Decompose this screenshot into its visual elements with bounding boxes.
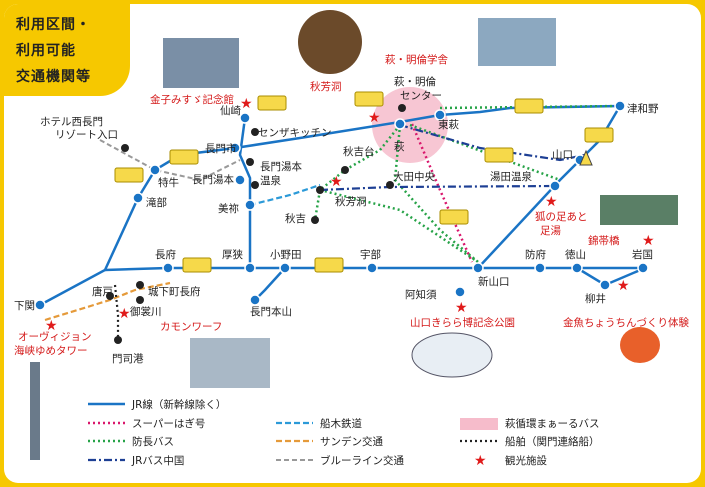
station-higashihagi: 東萩 (438, 118, 459, 131)
spot-kintaikyo: 錦帯橋 (588, 234, 620, 247)
akiyoshido-photo (298, 10, 362, 74)
legend-funaki: 船木鉄道 (320, 417, 362, 430)
station-hotel-line2: リゾート入口 (55, 129, 118, 141)
station-ube: 宇部 (360, 248, 381, 261)
station-tokuyama: 徳山 (565, 248, 586, 261)
spot-kitsune-line2: 足湯 (540, 225, 561, 237)
legend-sight: 観光施設 (505, 454, 547, 467)
station-tokugyu: 特牛 (158, 176, 179, 189)
sanden-line (44, 281, 171, 322)
legend-bocho: 防長バス (132, 435, 174, 448)
station-akiyoshido: 秋芳洞 (335, 195, 367, 208)
spot-akiyoshido: 秋芳洞 (310, 80, 342, 93)
station-jokamachi-chofu: 城下町長府 (148, 285, 201, 298)
station-shimonoseki: 下関 (14, 300, 35, 312)
funaki-line (249, 183, 321, 207)
svg-text:★: ★ (545, 194, 558, 210)
blueline-line (99, 139, 241, 182)
super-hagi-line (410, 123, 474, 263)
station-hagi: 萩 (394, 141, 405, 153)
kaneko-photo (163, 38, 239, 88)
legend-star-icon: ★ (474, 453, 487, 469)
station-yumoto-onsen-line1: 長門湯本 (260, 160, 302, 173)
svg-text:★: ★ (45, 318, 58, 334)
station-nagatoshi: 長門市 (205, 142, 237, 155)
legend-blueline: ブルーライン交通 (320, 454, 404, 467)
legend: JR線（新幹線除く） スーパーはぎ号 防長バス JRバス中国 船木鉄道 サンデン… (88, 398, 600, 469)
title-line-3: 交通機関等 (16, 69, 91, 85)
hagi-meirin-photo (478, 18, 556, 66)
kamon-wharf-photo (190, 338, 270, 388)
bus-icons (114, 91, 614, 273)
legend-swatch-hagi-loop (460, 418, 498, 430)
spot-tower-line1: オーヴィジョン (18, 330, 92, 343)
spot-kaneko: 金子みすゞ記念館 (150, 93, 234, 106)
station-mine: 美祢 (218, 202, 239, 215)
spot-tower-line2: 海峡ゆめタワー (14, 344, 88, 357)
fox-illustration (579, 149, 593, 166)
station-nagato-yumoto: 長門湯本 (192, 173, 234, 186)
svg-text:★: ★ (455, 300, 468, 316)
spot-hagi-meirin-school: 萩・明倫学舎 (385, 53, 448, 66)
bus-stop-markers (106, 104, 406, 344)
spot-kitsune-line1: 狐の足あと (535, 210, 588, 223)
station-yamaguchi: 山口 (552, 149, 573, 161)
station-iwakuni: 岩国 (632, 248, 653, 261)
ship-line (113, 284, 120, 340)
station-oota-chuo: 大田中央 (393, 170, 435, 183)
svg-text:★: ★ (118, 306, 131, 322)
title-badge: 利用区間・ 利用可能 交通機関等 (4, 4, 130, 96)
station-hofu: 防府 (525, 248, 546, 261)
title-line-1: 利用区間・ (16, 17, 91, 33)
station-mojiko: 門司港 (112, 353, 144, 365)
spot-kamon: カモンワーフ (160, 321, 222, 333)
station-tsuwano: 津和野 (627, 103, 659, 115)
station-ajisu: 阿知須 (405, 288, 437, 301)
station-shinyamaguchi: 新山口 (478, 275, 510, 288)
svg-text:★: ★ (368, 110, 381, 126)
legend-jr-bus: JRバス中国 (131, 454, 184, 467)
spot-kirara: 山口きらら博記念公園 (410, 316, 515, 329)
station-chofu: 長府 (155, 248, 176, 261)
title-line-2: 利用可能 (16, 43, 76, 59)
station-karato: 唐戸 (92, 285, 113, 298)
station-hotel-line1: ホテル西長門 (40, 116, 103, 128)
legend-hagi-loop: 萩循環まぁーるバス (505, 417, 600, 430)
station-koto: 厚狭 (222, 248, 243, 261)
spot-kingyo: 金魚ちょうちんづくり体験 (563, 316, 689, 329)
station-onoda: 小野田 (270, 249, 302, 261)
svg-text:★: ★ (240, 96, 253, 112)
kintaikyo-photo (600, 195, 678, 225)
kirara-dome-illustration (411, 332, 493, 378)
station-akiyoshi: 秋吉 (285, 212, 306, 225)
svg-text:★: ★ (617, 278, 630, 294)
station-hagi-meirin-line1: 萩・明倫 (394, 75, 436, 88)
legend-ship: 船舶（関門連絡船） (505, 435, 600, 448)
station-senzaki-kitchen: センザキッチン (258, 127, 332, 139)
legend-super-hagi: スーパーはぎ号 (132, 417, 205, 430)
station-senzaki: 仙崎 (220, 104, 241, 117)
station-akiyoshidai: 秋吉台 (343, 145, 375, 158)
station-hagi-meirin-line2: センター (400, 90, 442, 102)
station-yumoto-onsen-line2: 温泉 (260, 174, 281, 187)
jr-station-markers (34, 100, 649, 311)
station-yanai: 柳井 (585, 292, 606, 305)
legend-sanden: サンデン交通 (320, 435, 383, 448)
sight-stars: ★ ★ ★ ★ ★ ★ ★ ★ ★ (45, 96, 655, 334)
kingyo-lantern-illustration (620, 327, 660, 363)
tower-illustration (30, 362, 40, 460)
svg-text:★: ★ (642, 233, 655, 249)
station-nagato-motoyama: 長門本山 (250, 305, 292, 318)
svg-text:★: ★ (330, 174, 343, 190)
station-yuda-onsen: 湯田温泉 (490, 170, 532, 183)
station-takibe: 滝部 (146, 196, 167, 209)
station-gokushi: 御裳川 (130, 305, 162, 318)
legend-jr: JR線（新幹線除く） (131, 398, 226, 411)
